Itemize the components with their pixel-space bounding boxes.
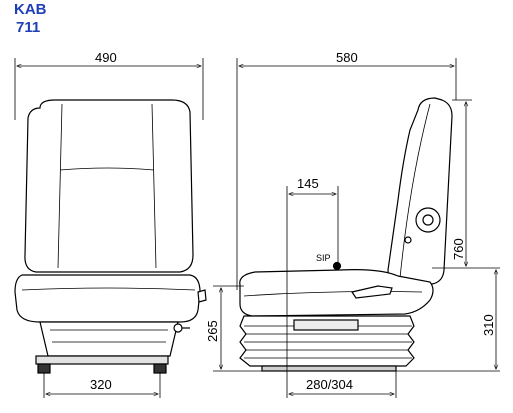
model-title: KAB 711 [14,1,47,37]
dim-fore-aft [289,371,397,398]
side-view [239,97,453,372]
dim-suspension-height-label: 310 [481,314,496,336]
front-adjust-knob [173,323,183,333]
dim-base-width [43,373,161,398]
front-cushion-seam [21,287,196,291]
side-cushion-seam [243,291,423,297]
dim-front-width [14,58,204,120]
side-lever [351,285,393,299]
side-bellows [239,315,415,367]
front-foot-right [153,363,167,374]
side-rail [261,365,397,372]
dim-seat-height [213,285,262,372]
dim-suspension-height [396,270,500,372]
small-knob-icon [404,236,412,244]
side-backrest [387,97,453,285]
front-foot-left [37,363,51,374]
side-mechanism [293,319,359,331]
dim-armrest-offset [286,186,339,398]
dim-back-height [432,99,500,269]
dim-side-depth [236,58,457,290]
dim-armrest-offset-label: 145 [297,176,319,191]
dim-seat-height-label: 265 [205,320,220,342]
front-rail [35,355,169,365]
front-suspension-lines [50,329,168,343]
dim-back-height-label: 760 [451,238,466,260]
sip-label: SIP [316,253,331,263]
dim-fore-aft-label: 280/304 [306,377,353,392]
front-backrest-seams [57,103,157,269]
front-backrest [24,99,194,273]
front-seat-cushion [14,274,201,323]
model-number: 711 [16,19,41,36]
front-view [14,99,207,374]
front-suspension [39,321,179,357]
sip-point-icon [332,261,342,271]
side-seat-cushion [239,269,434,317]
dim-front-width-label: 490 [95,50,117,65]
model-brand: KAB [14,1,47,18]
side-backrest-seam [399,103,431,279]
lumbar-knob-hub [422,214,434,226]
dim-side-depth-label: 580 [336,50,358,65]
dim-base-width-label: 320 [90,377,112,392]
front-side-lever [197,289,207,303]
